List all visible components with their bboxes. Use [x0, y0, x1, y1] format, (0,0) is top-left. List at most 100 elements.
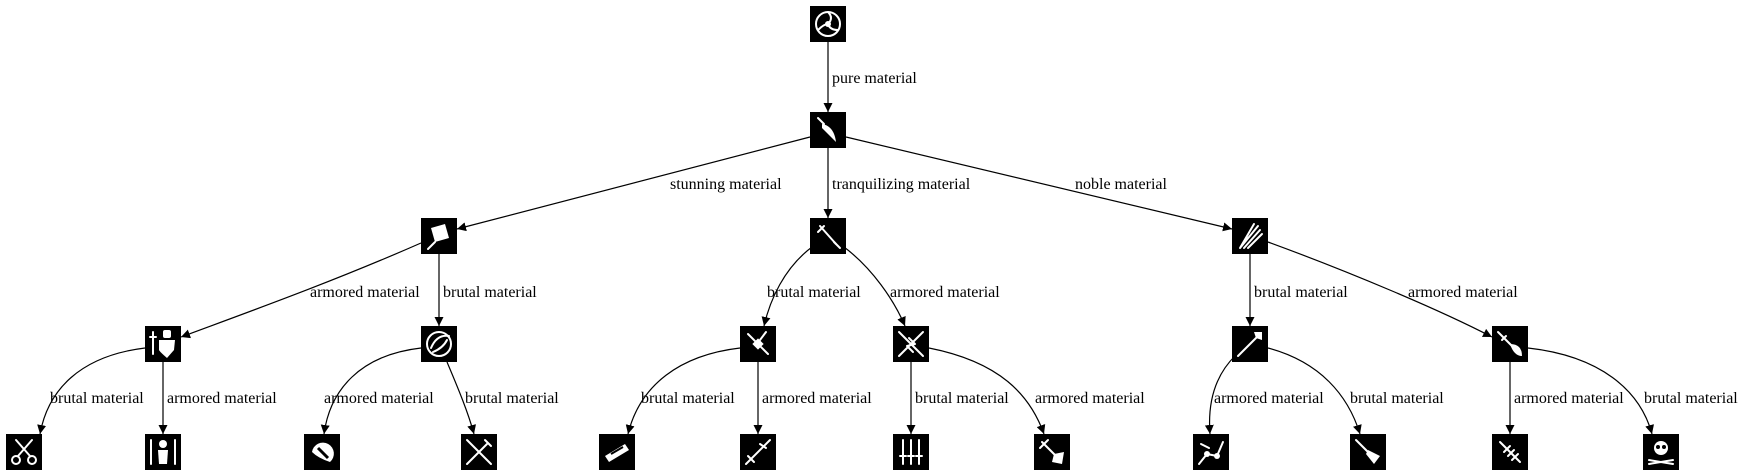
edge-n1-n2: stunning material	[456, 136, 811, 232]
edge-n10-n22: brutal material	[1527, 347, 1738, 435]
nodes-layer	[6, 6, 1679, 470]
edge-label: brutal material	[915, 390, 1009, 407]
node-n18	[1034, 434, 1070, 470]
node-n4	[1232, 218, 1268, 254]
edge-label: pure material	[832, 70, 917, 87]
node-n19	[1193, 434, 1229, 470]
edge-n1-n4: noble material	[845, 136, 1233, 232]
edge-arrow	[843, 246, 906, 327]
node-n12	[145, 434, 181, 470]
scissors-icon	[11, 439, 37, 465]
node-n17	[893, 434, 929, 470]
edges-layer: pure material stunning material tranquiliz…	[37, 42, 1738, 435]
edge-n4-n9: brutal material	[1245, 254, 1348, 326]
node-n11	[6, 434, 42, 470]
node-n22	[1643, 434, 1679, 470]
node-n13	[304, 434, 340, 470]
crescent-blade-icon	[312, 442, 334, 462]
edge-arrow	[928, 347, 1046, 435]
edge-arrow	[446, 361, 476, 435]
node-n15	[599, 434, 635, 470]
lightning-swords-icon	[898, 331, 924, 357]
curved-dagger-icon	[817, 117, 836, 142]
node-n5	[145, 326, 181, 362]
edge-label: armored material	[1514, 390, 1624, 407]
spear-tip-icon	[1237, 332, 1262, 357]
knight-sword-shield-icon	[149, 330, 175, 358]
edge-label: brutal material	[767, 284, 861, 301]
node-n7	[740, 326, 776, 362]
edge-n6-n14: brutal material	[446, 361, 559, 435]
node-n8	[893, 326, 929, 362]
triskelion-icon	[815, 11, 841, 37]
edge-label: stunning material	[670, 176, 782, 193]
edge-n7-n16: armored material	[753, 362, 872, 434]
edge-arrow	[1527, 347, 1654, 435]
edge-arrow	[1204, 354, 1237, 435]
edge-arrow	[180, 242, 422, 339]
edge-n5-n12: armored material	[158, 362, 277, 434]
edge-label: brutal material	[1644, 390, 1738, 407]
node-box	[6, 434, 42, 470]
edge-label: armored material	[1035, 390, 1145, 407]
flaming-dagger-icon	[1497, 331, 1522, 356]
node-n10	[1492, 326, 1528, 362]
node-n16	[740, 434, 776, 470]
edge-label: armored material	[1214, 390, 1324, 407]
crossed-utensils-icon	[466, 439, 492, 465]
bandaged-sword-icon	[1499, 441, 1521, 463]
edge-arrow	[37, 347, 146, 435]
edge-n0-n1: pure material	[823, 42, 917, 112]
node-n9	[1232, 326, 1268, 362]
edge-arrow	[845, 136, 1233, 232]
cleaver-icon	[427, 224, 449, 250]
edge-label: brutal material	[443, 284, 537, 301]
edge-label: armored material	[890, 284, 1000, 301]
edge-label: armored material	[324, 390, 434, 407]
edge-n7-n15: brutal material	[625, 347, 741, 435]
edge-label: armored material	[762, 390, 872, 407]
mechanical-arm-icon	[1198, 441, 1224, 465]
node-n3	[810, 218, 846, 254]
edge-label: brutal material	[1350, 390, 1444, 407]
edge-n9-n20: brutal material	[1267, 347, 1444, 435]
node-n6	[421, 326, 457, 362]
edge-arrow	[1267, 347, 1362, 435]
node-n21	[1492, 434, 1528, 470]
folded-fan-icon	[1239, 223, 1263, 249]
edge-label: armored material	[310, 284, 420, 301]
broken-sword-icon	[745, 439, 771, 465]
node-n14	[461, 434, 497, 470]
edge-n8-n18: armored material	[928, 347, 1145, 435]
edge-n5-n11: brutal material	[37, 347, 146, 435]
edge-n10-n21: armored material	[1505, 362, 1624, 434]
edge-n9-n19: armored material	[1204, 354, 1324, 435]
node-n2	[421, 218, 457, 254]
edge-arrow	[1267, 241, 1493, 338]
edge-label: brutal material	[50, 390, 144, 407]
edge-arrow	[761, 246, 813, 327]
edge-n1-n3: tranquilizing material	[823, 148, 971, 218]
node-n20	[1350, 434, 1386, 470]
edge-label: brutal material	[1254, 284, 1348, 301]
swirl-blade-icon	[426, 331, 452, 357]
edge-label: armored material	[1408, 284, 1518, 301]
edge-n4-n10: armored material	[1267, 241, 1518, 338]
edge-label: brutal material	[641, 390, 735, 407]
edge-arrow	[320, 347, 422, 435]
edge-label: tranquilizing material	[832, 176, 971, 193]
edge-label: brutal material	[465, 390, 559, 407]
edge-arrow	[456, 136, 811, 232]
triple-daggers-icon	[899, 439, 923, 465]
edge-n2-n6: brutal material	[434, 254, 537, 326]
edge-arrow	[625, 347, 741, 435]
edge-n6-n13: armored material	[320, 347, 434, 435]
armored-figure-icon	[150, 439, 176, 465]
ornate-dagger-icon	[1039, 439, 1064, 464]
pirate-skull-icon	[1648, 441, 1674, 465]
edge-n3-n7: brutal material	[761, 246, 861, 327]
edge-label: armored material	[167, 390, 277, 407]
node-n1	[810, 112, 846, 148]
edge-n3-n8: armored material	[843, 246, 1000, 327]
